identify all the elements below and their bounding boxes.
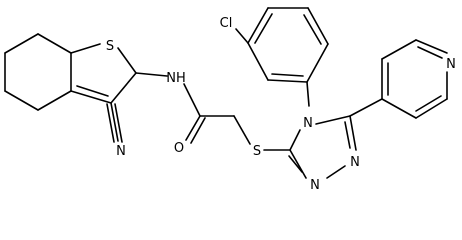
bond <box>235 28 249 44</box>
bond <box>315 115 351 125</box>
carbonyl-oxygen-label: O <box>174 141 184 156</box>
bond <box>114 103 123 143</box>
molecule-drawing: S NH Cl N N O S N N N <box>4 7 456 193</box>
pyridine-nitrogen-label: N <box>446 57 456 72</box>
nitrile-nitrogen-label: N <box>116 144 126 159</box>
bonds <box>4 7 448 179</box>
bond <box>183 83 201 117</box>
bond <box>349 98 383 117</box>
bond <box>381 39 417 60</box>
bond <box>185 115 201 141</box>
bond <box>306 81 310 107</box>
bond <box>307 7 329 45</box>
bond <box>233 115 251 145</box>
bond <box>344 121 351 149</box>
bond <box>190 117 206 144</box>
bond <box>37 90 72 111</box>
bond <box>267 79 308 83</box>
bond <box>135 72 168 77</box>
bond <box>306 43 329 83</box>
bond <box>415 39 448 54</box>
bond <box>415 95 442 112</box>
chlorine-label: Cl <box>220 16 233 31</box>
bond <box>381 98 417 119</box>
thioether-sulfur-label: S <box>253 144 261 159</box>
bond <box>70 43 101 54</box>
bond <box>117 47 137 74</box>
bond <box>37 33 72 54</box>
structure-diagram: S NH Cl N N O S N N N <box>4 7 456 193</box>
bond <box>247 42 269 81</box>
bond <box>326 165 346 179</box>
bond <box>271 73 304 77</box>
bond <box>289 149 307 179</box>
bond <box>349 115 357 151</box>
triazole-n2-label: N <box>350 155 360 170</box>
triazole-n4-label: N <box>303 116 313 131</box>
triazole-n1-label: N <box>310 178 320 193</box>
bond <box>254 13 273 44</box>
bond <box>247 7 269 44</box>
bond <box>415 98 448 119</box>
bond <box>289 129 301 151</box>
atom-labels: S NH Cl N N O S N N N <box>106 16 456 193</box>
amide-nh-label: NH <box>166 71 186 86</box>
bond <box>4 33 39 54</box>
bond <box>110 102 119 142</box>
bond <box>70 90 112 104</box>
bond <box>4 90 39 111</box>
bond <box>417 46 443 59</box>
sulfur-thiophene-label: S <box>106 39 114 54</box>
bond <box>106 103 115 143</box>
bond <box>76 85 109 97</box>
bond <box>303 14 322 45</box>
bond <box>110 72 137 104</box>
bond <box>288 155 303 173</box>
